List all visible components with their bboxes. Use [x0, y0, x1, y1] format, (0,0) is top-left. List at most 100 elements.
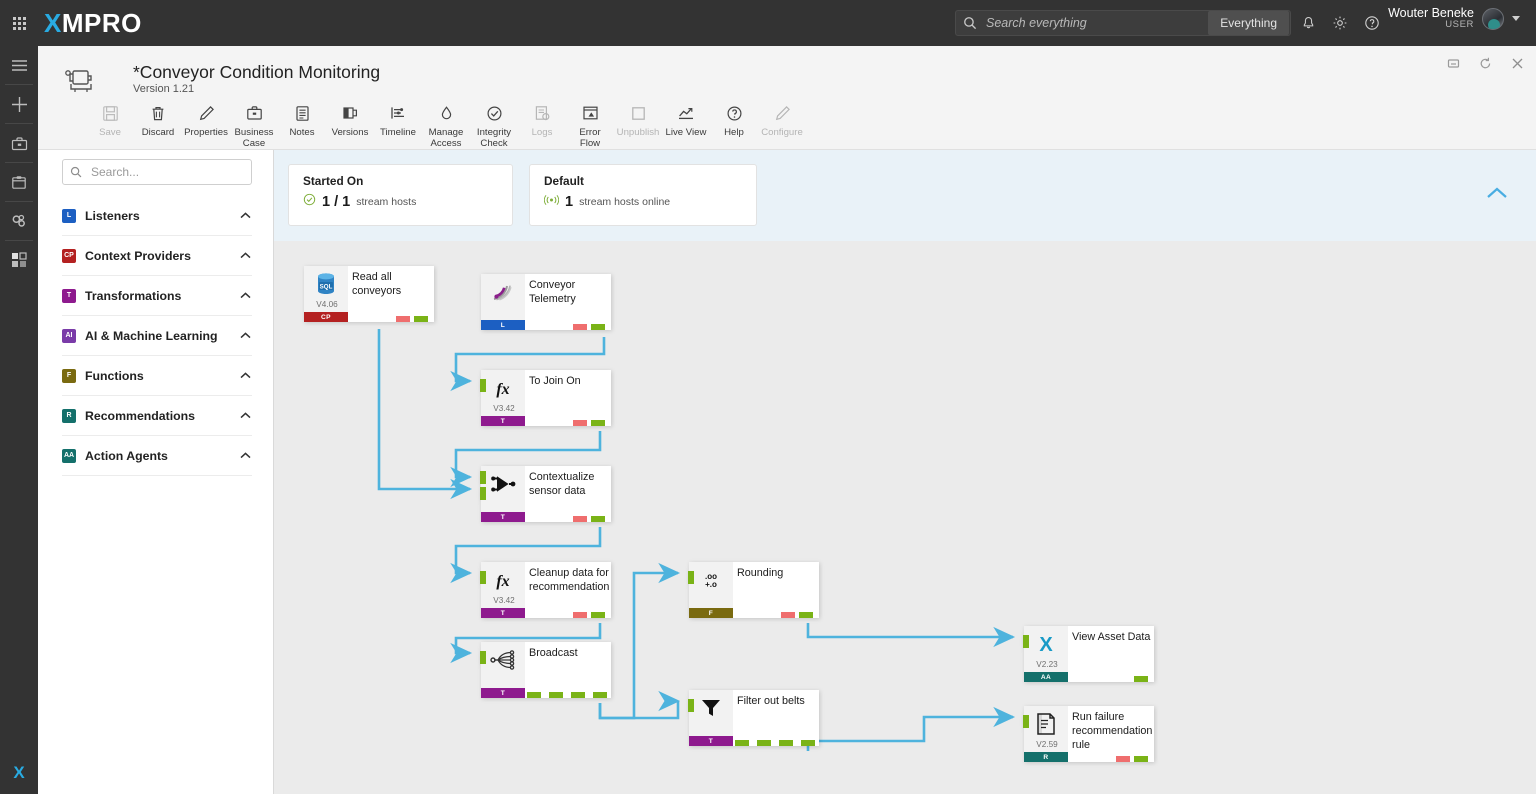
toolbox-icon[interactable] — [0, 124, 38, 162]
search-scope-button[interactable]: Everything — [1208, 11, 1289, 35]
node-output-port[interactable] — [591, 516, 605, 522]
node-output-port[interactable] — [757, 740, 771, 746]
node-error-port[interactable] — [573, 516, 587, 522]
node-error-port[interactable] — [396, 316, 410, 322]
node-output-port[interactable] — [1134, 756, 1148, 762]
notes-button[interactable]: Notes — [278, 102, 326, 138]
versions-button[interactable]: Versions — [326, 102, 374, 138]
integrity-check-button[interactable]: Integrity Check — [470, 102, 518, 150]
node-output-port[interactable] — [779, 740, 793, 746]
palette-search[interactable] — [62, 159, 252, 185]
global-search[interactable]: Everything — [955, 10, 1291, 36]
chevron-up-icon[interactable] — [238, 292, 252, 299]
help-button[interactable]: Help — [710, 102, 758, 138]
node-error-port[interactable] — [573, 324, 587, 330]
configure-button[interactable]: Configure — [758, 102, 806, 138]
dashboard-icon[interactable] — [0, 241, 38, 279]
node-input-port[interactable] — [688, 571, 694, 584]
plus-icon[interactable] — [0, 85, 38, 123]
user-menu[interactable]: Wouter Beneke USER — [1388, 6, 1520, 31]
node-output-port[interactable] — [591, 420, 605, 426]
node-output-port[interactable] — [799, 612, 813, 618]
error-flow-button[interactable]: Error Flow — [566, 102, 614, 150]
discard-button[interactable]: Discard — [134, 102, 182, 138]
avatar[interactable] — [1482, 7, 1504, 30]
node-output-port[interactable] — [527, 692, 541, 698]
app-grid-icon[interactable] — [0, 16, 38, 30]
node-output-port[interactable] — [801, 740, 815, 746]
node-input-port[interactable] — [1023, 715, 1029, 728]
gears-icon[interactable] — [0, 202, 38, 240]
node-error-port[interactable] — [781, 612, 795, 618]
properties-button[interactable]: Properties — [182, 102, 230, 138]
node-input-port[interactable] — [688, 699, 694, 712]
unpublish-button[interactable]: Unpublish — [614, 102, 662, 138]
node-input-port[interactable] — [480, 487, 486, 500]
chevron-up-icon[interactable] — [238, 252, 252, 259]
node-output-port[interactable] — [591, 612, 605, 618]
node-input-port[interactable] — [480, 379, 486, 392]
chevron-down-icon[interactable] — [1512, 16, 1520, 22]
timeline-button[interactable]: Timeline — [374, 102, 422, 138]
chevron-up-icon[interactable] — [238, 412, 252, 419]
node-output-port[interactable] — [549, 692, 563, 698]
calendar-icon[interactable] — [0, 163, 38, 201]
node-output-port[interactable] — [571, 692, 585, 698]
node-error-port[interactable] — [573, 420, 587, 426]
hamburger-icon[interactable] — [0, 46, 38, 84]
close-icon[interactable] — [1508, 54, 1526, 72]
help-icon[interactable] — [1356, 0, 1388, 46]
chevron-up-icon[interactable] — [238, 372, 252, 379]
node-output-port[interactable] — [1134, 676, 1148, 682]
node-input-port[interactable] — [480, 471, 486, 484]
chevron-up-icon[interactable] — [238, 332, 252, 339]
node-output-port[interactable] — [591, 324, 605, 330]
bell-icon[interactable] — [1292, 0, 1324, 46]
node-input-port[interactable] — [480, 651, 486, 664]
node-input-port[interactable] — [1023, 635, 1029, 648]
manage-access-button[interactable]: Manage Access — [422, 102, 470, 150]
live-view-button[interactable]: Live View — [662, 102, 710, 138]
palette-search-input[interactable] — [89, 164, 251, 180]
node-output-port[interactable] — [414, 316, 428, 322]
logs-button[interactable]: Logs — [518, 102, 566, 138]
business-case-button[interactable]: Business Case — [230, 102, 278, 150]
chevron-up-icon[interactable] — [238, 212, 252, 219]
node-input-port[interactable] — [480, 571, 486, 584]
refresh-icon[interactable] — [1476, 54, 1494, 72]
search-input[interactable] — [984, 15, 1209, 31]
node-error-port[interactable] — [573, 612, 587, 618]
chevron-up-icon[interactable] — [238, 452, 252, 459]
node-error-port[interactable] — [1116, 756, 1130, 762]
node-output-port[interactable] — [735, 740, 749, 746]
save-button[interactable]: Save — [86, 102, 134, 138]
minimize-icon[interactable] — [1444, 54, 1462, 72]
